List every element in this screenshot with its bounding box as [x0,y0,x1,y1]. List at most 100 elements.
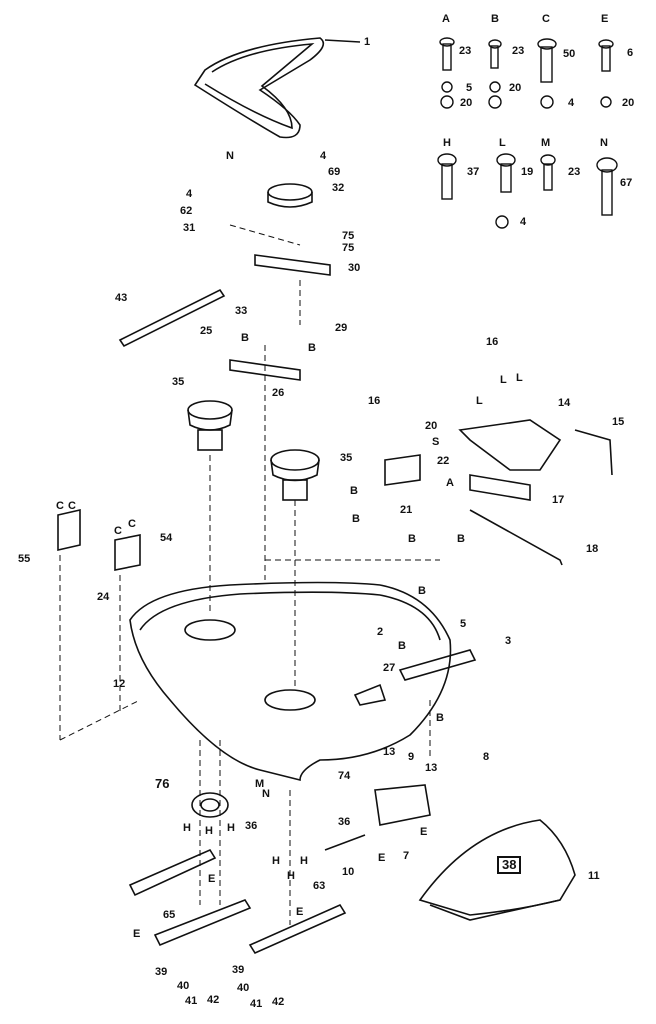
hw-letter: H [443,137,451,149]
nut-qty: 20 [460,97,473,109]
callout: 25 [200,325,213,337]
hw-qty: 23 [512,45,525,57]
callout: 32 [332,182,345,194]
hw-marker: M [255,778,265,790]
callout: 36 [245,820,258,832]
callout: 22 [437,455,450,467]
callout: 24 [97,591,110,603]
callout: 69 [328,166,341,178]
hw-letter: M [541,137,551,149]
hw-marker: H [300,855,308,867]
hw-marker: N [262,788,270,800]
hw-marker: L [516,372,523,384]
hw-marker: H [287,870,295,882]
hw-marker: B [408,533,416,545]
nut-qty: 20 [509,82,522,94]
callout: 26 [272,387,285,399]
hw-letter: C [542,13,550,25]
hw-marker: H [227,822,235,834]
nut-qty: 5 [466,82,473,94]
callout: 30 [348,262,361,274]
hw-marker: C [114,525,122,537]
hw-marker: B [398,640,406,652]
callout: 18 [586,543,599,555]
hw-marker: S [432,436,440,448]
callout: 75 [342,242,355,254]
hw-marker: C [68,500,76,512]
callout: 2 [377,626,384,638]
hw-qty: 19 [521,166,534,178]
hw-marker: C [128,518,136,530]
belt [193,37,325,139]
callout: 40 [237,982,250,994]
hw-qty: 23 [459,45,472,57]
callout: 5 [460,618,467,630]
hw-marker: L [476,395,483,407]
callout: 12 [113,678,126,690]
hw-letter: L [499,137,506,149]
callout: 4 [320,150,327,162]
nut-qty: 4 [568,97,575,109]
hw-qty: 50 [563,48,576,60]
callout: 62 [180,205,193,217]
callout: 9 [408,751,415,763]
hw-qty: 67 [620,177,633,189]
callout: 15 [612,416,625,428]
hw-marker: B [350,485,358,497]
callout: 21 [400,504,413,516]
callout: 17 [552,494,565,506]
callout: 75 [342,230,355,242]
hw-marker: B [241,332,249,344]
callout: 39 [232,964,245,976]
callout: 14 [558,397,571,409]
hw-qty: 23 [568,166,581,178]
callout: 31 [183,222,196,234]
hw-marker: B [418,585,426,597]
callout: 41 [185,995,198,1007]
nut-qty: 20 [622,97,635,109]
hw-marker: B [457,533,465,545]
callout: 16 [486,336,499,348]
callout: 35 [172,376,185,388]
callout: 10 [342,866,355,878]
hw-marker: B [352,513,360,525]
callout: 8 [483,751,490,763]
callout: 7 [403,850,410,862]
mower-deck [129,581,452,782]
hw-letter: A [442,13,450,25]
deck-cover [418,819,576,916]
hw-marker: C [56,500,64,512]
callout: 41 [250,998,263,1010]
hw-qty: 37 [467,166,480,178]
callout: 13 [383,746,396,758]
hw-marker: E [296,906,304,918]
hw-marker: E [208,873,216,885]
hw-marker: H [272,855,280,867]
callout: 29 [335,322,348,334]
hw-marker: H [183,822,191,834]
callout: 74 [338,770,351,782]
callout: 63 [313,880,326,892]
callout: 27 [383,662,396,674]
callout: 39 [155,966,168,978]
hw-marker: E [420,826,428,838]
hw-marker: E [378,852,386,864]
callout: 20 [425,420,438,432]
callout: 33 [235,305,248,317]
hw-marker: N [226,150,234,162]
callout: 4 [186,188,193,200]
callout: 35 [340,452,353,464]
hw-marker: B [308,342,316,354]
hw-marker: B [436,712,444,724]
hw-qty: 6 [627,47,634,59]
callout: 76 [155,776,170,791]
callout: 16 [368,395,381,407]
hw-marker: L [500,374,507,386]
hw-marker: E [133,928,141,940]
callout: 13 [425,762,438,774]
callout: 65 [163,909,176,921]
callout: 1 [364,36,371,48]
callout: 40 [177,980,190,992]
